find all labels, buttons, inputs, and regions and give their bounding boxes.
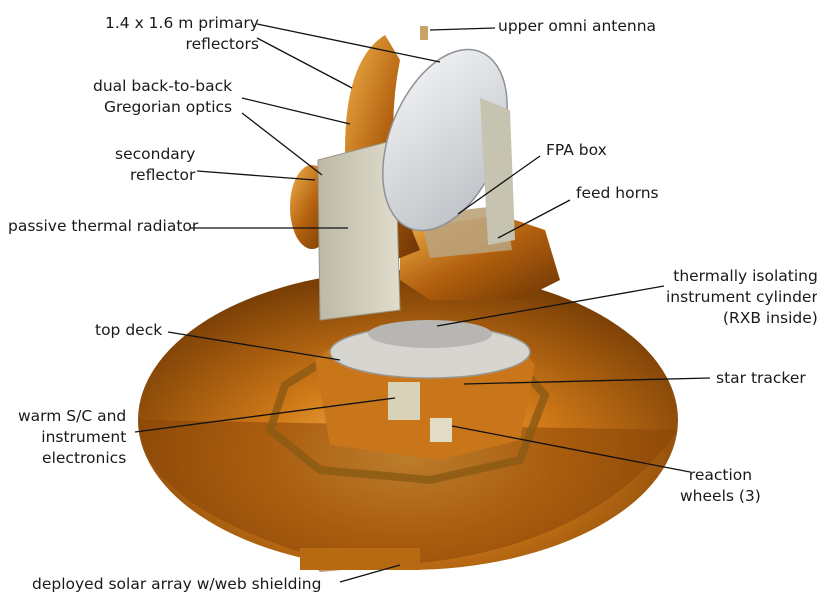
- label-warm-electronics-line3: electronics: [18, 448, 126, 469]
- label-solar-array: deployed solar array w/web shielding: [32, 574, 321, 595]
- label-primary-reflectors: 1.4 x 1.6 m primary reflectors: [105, 13, 259, 55]
- leader-primary-reflectors-2: [257, 38, 352, 88]
- label-reaction-wheels-line1: reaction: [680, 465, 761, 486]
- leader-gregorian-2: [242, 113, 322, 175]
- label-reaction-wheels: reaction wheels (3): [680, 465, 761, 507]
- label-feed-horns: feed horns: [576, 183, 659, 204]
- label-primary-reflectors-line1: 1.4 x 1.6 m primary: [105, 13, 259, 34]
- label-primary-reflectors-line2: reflectors: [105, 34, 259, 55]
- leader-secondary: [197, 171, 315, 180]
- label-gregorian-optics-line2: Gregorian optics: [93, 97, 232, 118]
- label-fpa-box: FPA box: [546, 140, 607, 161]
- label-reaction-wheels-line2: wheels (3): [680, 486, 761, 507]
- label-secondary-reflector-line1: secondary: [115, 144, 195, 165]
- leader-gregorian-1: [242, 98, 350, 124]
- label-warm-electronics: warm S/C and instrument electronics: [18, 406, 126, 469]
- electronics-box: [388, 382, 420, 420]
- label-gregorian-optics-line1: dual back-to-back: [93, 76, 232, 97]
- label-instrument-cylinder: thermally isolating instrument cylinder …: [666, 266, 817, 329]
- label-instrument-cylinder-line3: (RXB inside): [666, 308, 817, 329]
- label-star-tracker: star tracker: [716, 368, 806, 389]
- label-instrument-cylinder-line2: instrument cylinder: [666, 287, 817, 308]
- label-secondary-reflector-line2: reflector: [115, 165, 195, 186]
- label-warm-electronics-line2: instrument: [18, 427, 126, 448]
- label-instrument-cylinder-line1: thermally isolating: [666, 266, 817, 287]
- solar-array-web-panel: [300, 548, 420, 570]
- label-warm-electronics-line1: warm S/C and: [18, 406, 126, 427]
- leader-primary-reflectors-1: [257, 24, 440, 62]
- upper-omni-antenna: [420, 26, 428, 40]
- label-upper-omni-antenna: upper omni antenna: [498, 16, 656, 37]
- leader-upper-omni: [430, 28, 495, 30]
- label-passive-radiator: passive thermal radiator: [8, 216, 198, 237]
- label-top-deck: top deck: [95, 320, 162, 341]
- reaction-wheel-box: [430, 418, 452, 442]
- label-secondary-reflector: secondary reflector: [115, 144, 195, 186]
- instrument-cylinder: [368, 320, 492, 348]
- label-gregorian-optics: dual back-to-back Gregorian optics: [93, 76, 232, 118]
